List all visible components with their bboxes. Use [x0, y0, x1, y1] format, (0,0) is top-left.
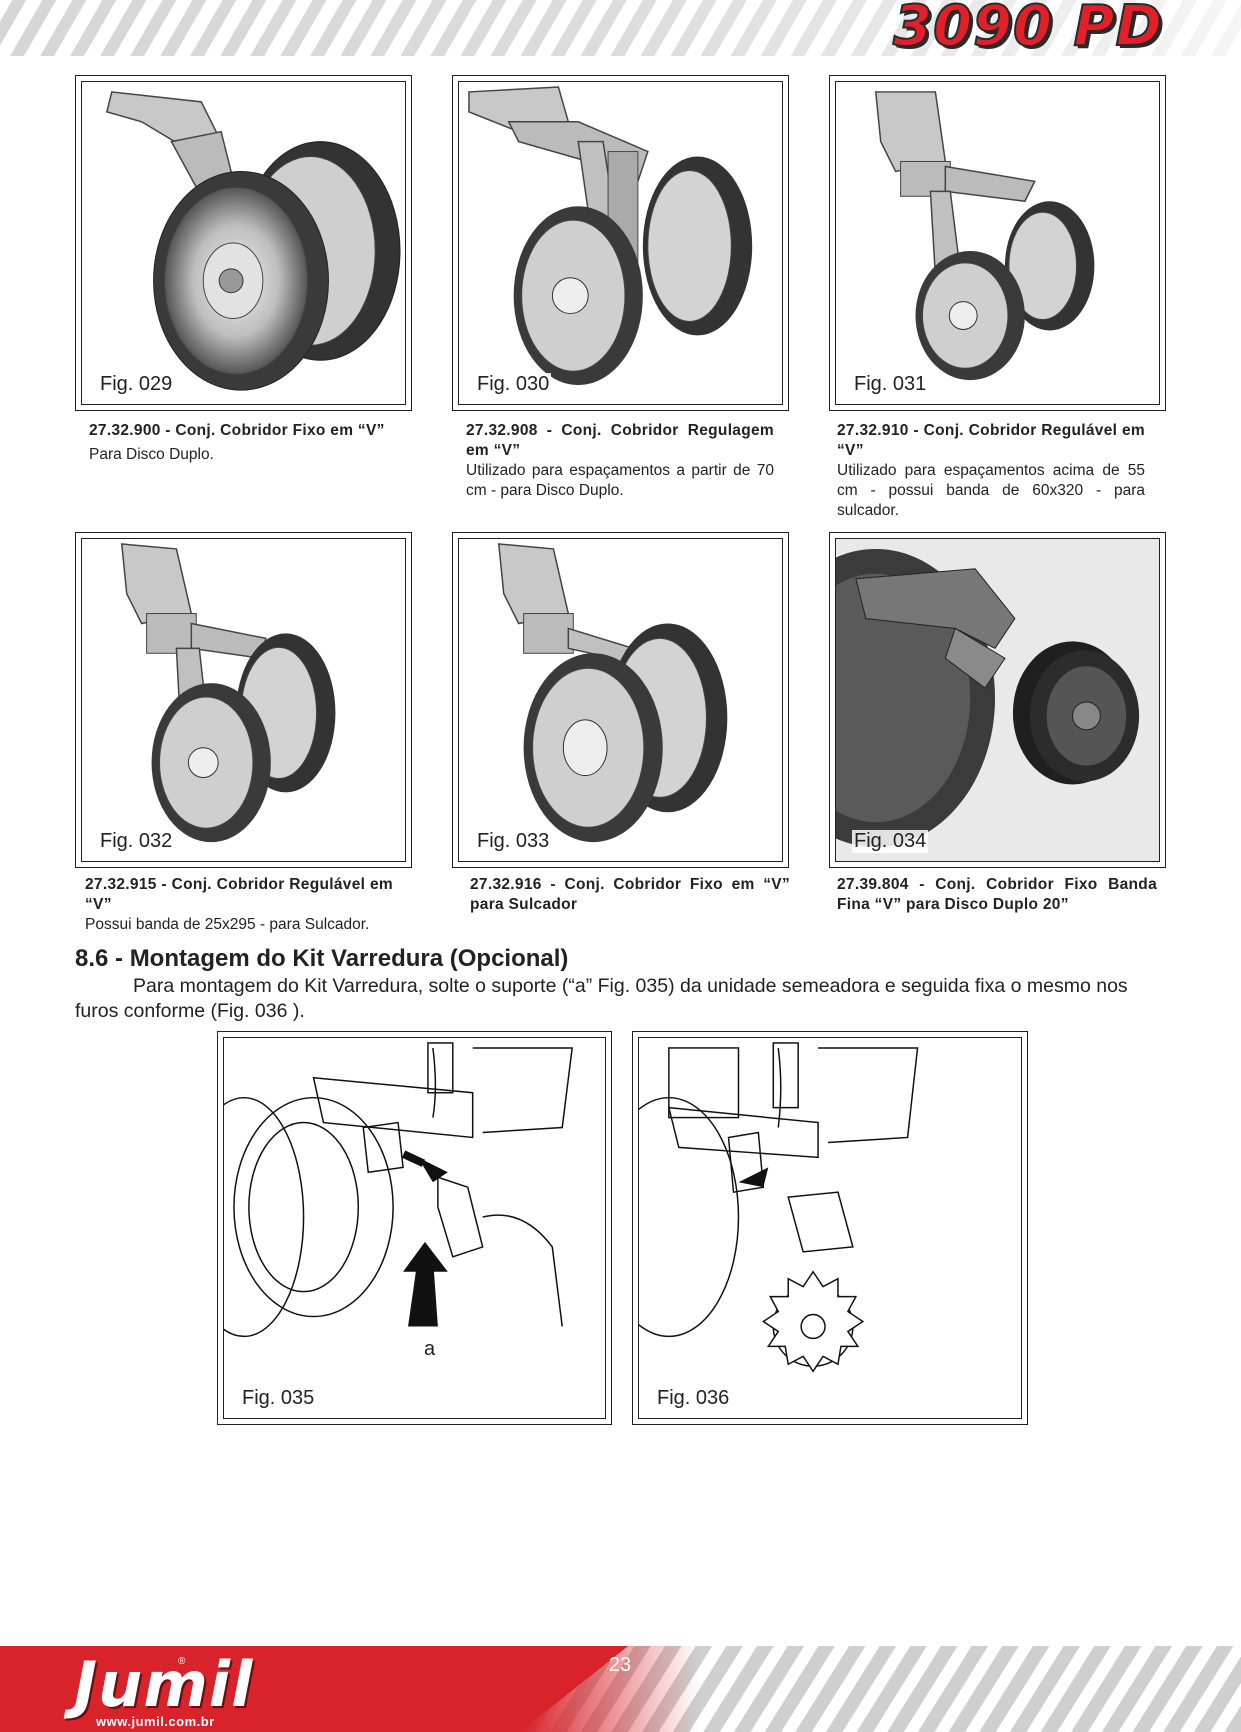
covering-wheels-illustration — [120, 543, 336, 843]
figure-label: Fig. 033 — [475, 830, 552, 853]
page-number: 23 — [608, 1654, 632, 1676]
covering-wheels-illustration — [497, 543, 728, 843]
caption-034: 27.39.804 - Conj. Cobridor Fixo Banda Fi… — [837, 875, 1157, 915]
figure-036: Fig. 036 — [632, 1031, 1028, 1425]
section-title: 8.6 - Montagem do Kit Varredura (Opciona… — [75, 945, 569, 972]
paragraph-text: Para montagem do Kit Varredura, solte o … — [75, 975, 1128, 1022]
caption-description: Utilizado para espaçamentos acima de 55 … — [837, 462, 1145, 519]
caption-029: 27.32.900 - Conj. Cobridor Fixo em “V” P… — [89, 421, 399, 465]
figure-030: Fig. 030 — [452, 75, 789, 411]
figure-032: Fig. 032 — [75, 532, 412, 868]
covering-wheel-photo — [836, 539, 1159, 861]
caption-030: 27.32.908 - Conj. Cobridor Regulagem em … — [466, 421, 774, 501]
brand-url: www.jumil.com.br — [96, 1714, 215, 1729]
caption-title: 27.32.916 - Conj. Cobridor Fixo em “V” p… — [470, 876, 790, 913]
caption-title: 27.32.910 - Conj. Cobridor Regulável em … — [837, 422, 1145, 459]
section-paragraph: Para montagem do Kit Varredura, solte o … — [75, 974, 1167, 1024]
figure-034: Fig. 034 — [829, 532, 1166, 868]
caption-description: Utilizado para espaçamentos a partir de … — [466, 462, 774, 499]
caption-033: 27.32.916 - Conj. Cobridor Fixo em “V” p… — [470, 875, 790, 915]
caption-title: 27.32.908 - Conj. Cobridor Regulagem em … — [466, 422, 774, 459]
caption-031: 27.32.910 - Conj. Cobridor Regulável em … — [837, 421, 1145, 521]
figure-label: Fig. 034 — [852, 830, 929, 853]
caption-description: Para Disco Duplo. — [89, 446, 214, 463]
model-logo: 3090 PD — [892, 0, 1163, 60]
figure-label: Fig. 032 — [98, 830, 175, 853]
covering-wheels-illustration — [874, 91, 1095, 381]
callout-label: a — [424, 1338, 436, 1360]
sweeper-kit-installed-illustration — [639, 1042, 919, 1373]
caption-description: Possui banda de 25x295 - para Sulcador. — [85, 916, 370, 933]
figure-label: Fig. 036 — [655, 1387, 732, 1410]
figure-033: Fig. 033 — [452, 532, 789, 868]
covering-wheels-illustration — [468, 86, 753, 386]
figure-035: a Fig. 035 — [217, 1031, 612, 1425]
caption-title: 27.32.900 - Conj. Cobridor Fixo em “V” — [89, 422, 385, 439]
footer-band — [0, 1646, 1241, 1732]
figure-031: Fig. 031 — [829, 75, 1166, 411]
caption-title: 27.39.804 - Conj. Cobridor Fixo Banda Fi… — [837, 876, 1157, 913]
figure-label: Fig. 031 — [852, 373, 929, 396]
figure-029: Fig. 029 — [75, 75, 412, 411]
figure-label: Fig. 029 — [98, 373, 175, 396]
caption-032: 27.32.915 - Conj. Cobridor Regulável em … — [85, 875, 393, 935]
sweeper-kit-removal-illustration — [224, 1042, 574, 1338]
covering-wheels-illustration — [105, 91, 401, 391]
figure-label: Fig. 030 — [475, 373, 552, 396]
figure-label: Fig. 035 — [240, 1387, 317, 1410]
caption-title: 27.32.915 - Conj. Cobridor Regulável em … — [85, 876, 393, 913]
registered-mark: ® — [178, 1656, 186, 1667]
brand-logo: Jumil — [74, 1648, 254, 1721]
